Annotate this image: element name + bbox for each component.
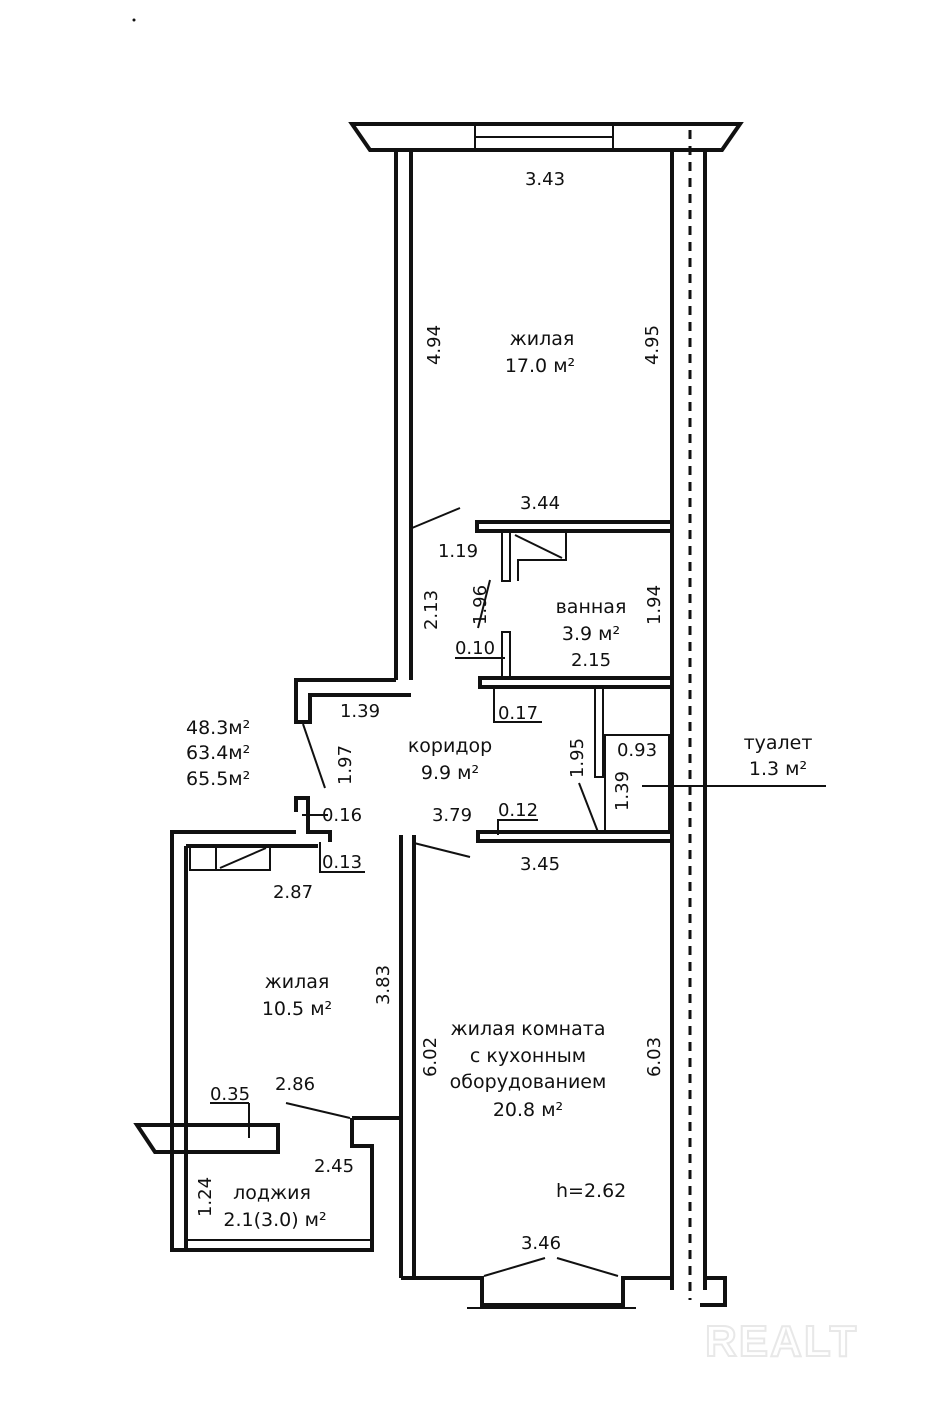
dim-1-95: 1.95	[567, 738, 588, 778]
loggia-name: лоджия	[233, 1182, 311, 1204]
dim-top-width: 3.43	[525, 169, 565, 190]
dim-0-10: 0.10	[455, 638, 495, 659]
dim-3-46: 3.46	[521, 1233, 561, 1254]
living1-name: жилая	[510, 328, 575, 350]
dim-1-19: 1.19	[438, 541, 478, 562]
loggia-area: 2.1(3.0) м²	[223, 1209, 326, 1231]
dim-2-86: 2.86	[275, 1074, 315, 1095]
dim-3-79: 3.79	[432, 805, 472, 826]
dim-living1-bottom: 3.44	[520, 493, 560, 514]
living1-area: 17.0 м²	[505, 355, 575, 377]
dim-0-12: 0.12	[498, 800, 538, 821]
dim-2-87: 2.87	[273, 882, 313, 903]
toilet-area: 1.3 м²	[749, 758, 807, 780]
dim-1-39b: 1.39	[612, 771, 633, 811]
total-area-2: 63.4м²	[186, 742, 250, 764]
kitchen-name-line3: оборудованием	[450, 1071, 607, 1093]
dim-0-17: 0.17	[498, 703, 538, 724]
dim-living1-left: 4.94	[424, 325, 445, 365]
dim-1-39a: 1.39	[340, 701, 380, 722]
toilet-name: туалет	[744, 732, 813, 754]
ceiling-height: h=2.62	[556, 1180, 626, 1202]
bath-name: ванная	[556, 596, 627, 618]
total-area-3: 65.5м²	[186, 768, 250, 790]
dim-bath-width: 2.15	[571, 650, 611, 671]
dim-3-83: 3.83	[373, 965, 394, 1005]
speck	[132, 18, 136, 22]
dim-3-45: 3.45	[520, 854, 560, 875]
watermark-logo: REALT	[705, 1317, 858, 1366]
kitchen-area: 20.8 м²	[493, 1099, 563, 1121]
total-area-1: 48.3м²	[186, 717, 250, 739]
top-window	[348, 122, 744, 152]
dim-bath-right: 1.94	[644, 585, 665, 625]
bath-area: 3.9 м²	[562, 623, 620, 645]
dim-1-96: 1.96	[470, 585, 491, 625]
dim-living1-right: 4.95	[642, 325, 663, 365]
dim-6-02: 6.02	[420, 1037, 441, 1077]
kitchen-name-line2: с кухонным	[470, 1045, 586, 1067]
dim-6-03: 6.03	[644, 1037, 665, 1077]
living2-name: жилая	[265, 971, 330, 993]
dim-0-16: 0.16	[322, 805, 362, 826]
dim-1-97: 1.97	[335, 745, 356, 785]
living2-area: 10.5 м²	[262, 998, 332, 1020]
dim-0-13: 0.13	[322, 852, 362, 873]
kitchen-name-line1: жилая комната	[451, 1018, 606, 1040]
dim-0-93: 0.93	[617, 740, 657, 761]
corridor-area: 9.9 м²	[421, 762, 479, 784]
corridor-name: коридор	[408, 735, 492, 757]
walls	[133, 130, 826, 1309]
dim-1-24: 1.24	[195, 1177, 216, 1217]
dim-2-13: 2.13	[421, 590, 442, 630]
dim-2-45: 2.45	[314, 1156, 354, 1177]
dim-0-35: 0.35	[210, 1084, 250, 1105]
